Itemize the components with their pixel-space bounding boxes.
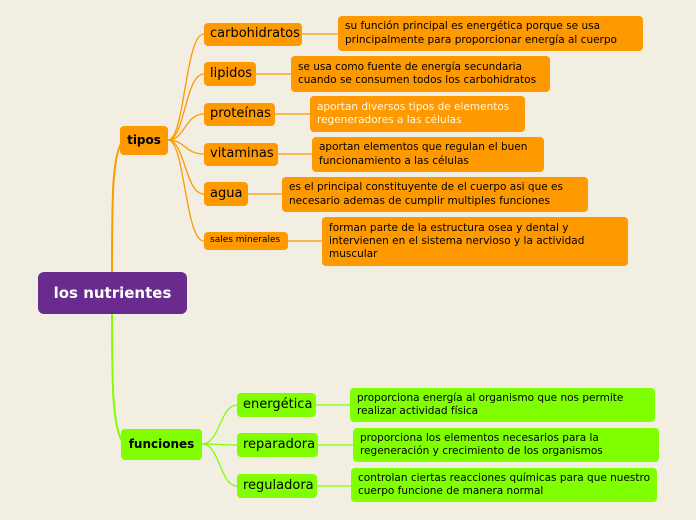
- link-funciones-energetica: [201, 404, 238, 445]
- link-root-funciones: [111, 313, 125, 445]
- desc-energetica[interactable]: proporciona energía al organismo que nos…: [350, 388, 655, 422]
- desc-agua[interactable]: es el principal constituyente de el cuer…: [282, 177, 588, 212]
- desc-proteinas[interactable]: aportan diversos tipos de elementos rege…: [310, 96, 525, 132]
- branch-funciones-label: funciones: [128, 437, 195, 451]
- desc-carbohidratos[interactable]: su función principal es energética porqu…: [338, 16, 643, 51]
- branch-tipos-label: tipos: [127, 133, 161, 147]
- topic-reguladora[interactable]: reguladora: [237, 474, 317, 498]
- root-node[interactable]: los nutrientes: [38, 272, 187, 314]
- topic-proteinas[interactable]: proteínas: [204, 103, 275, 126]
- link-funciones-reparadora: [201, 443, 238, 446]
- branch-tipos[interactable]: tipos: [120, 126, 168, 155]
- link-funciones-reguladora: [201, 443, 238, 487]
- topic-carbohidratos[interactable]: carbohidratos: [204, 23, 302, 46]
- desc-reparadora[interactable]: proporciona los elementos necesarios par…: [353, 428, 659, 462]
- desc-sales-minerales[interactable]: forman parte de la estructura osea y den…: [322, 217, 628, 266]
- topic-lipidos[interactable]: lipidos: [204, 62, 256, 86]
- desc-vitaminas[interactable]: aportan elementos que regulan el buen fu…: [312, 137, 544, 172]
- root-label: los nutrientes: [53, 283, 172, 302]
- topic-reparadora[interactable]: reparadora: [237, 433, 318, 457]
- link-tipos-proteinas: [167, 113, 205, 141]
- branch-funciones[interactable]: funciones: [121, 429, 202, 460]
- topic-agua[interactable]: agua: [204, 182, 248, 206]
- link-tipos-agua: [167, 139, 205, 195]
- topic-sales-minerales[interactable]: sales minerales: [204, 232, 288, 250]
- link-tipos-sales: [167, 139, 205, 242]
- desc-reguladora[interactable]: controlan ciertas reacciones químicas pa…: [351, 468, 657, 502]
- desc-lipidos[interactable]: se usa como fuente de energía secundaria…: [291, 56, 550, 92]
- topic-energetica[interactable]: energética: [237, 393, 316, 417]
- link-root-tipos: [111, 139, 125, 273]
- topic-vitaminas[interactable]: vitaminas: [204, 143, 278, 166]
- link-tipos-lipidos: [167, 73, 205, 141]
- link-tipos-carbohidratos: [167, 33, 205, 141]
